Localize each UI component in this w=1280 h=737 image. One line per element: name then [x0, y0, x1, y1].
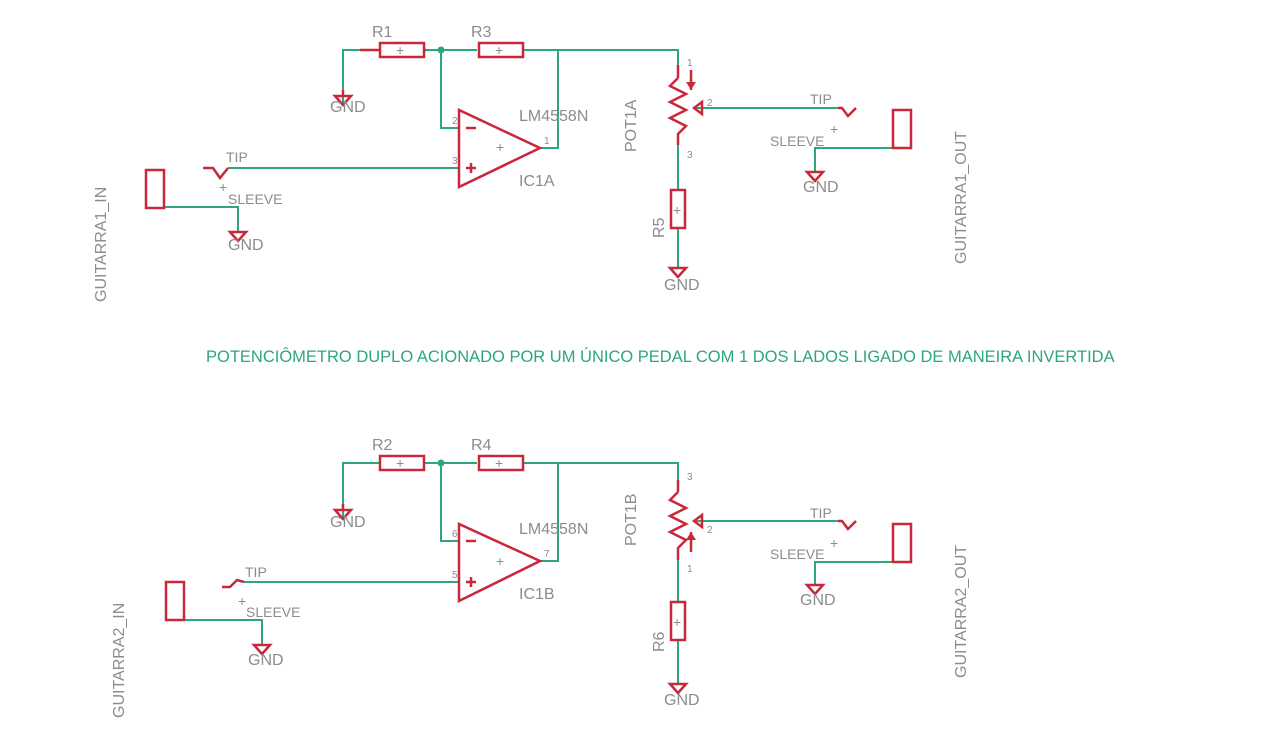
- svg-text:+: +: [830, 535, 838, 551]
- wire-output-feedback: [540, 463, 559, 562]
- svg-text:SLEEVE: SLEEVE: [770, 133, 824, 149]
- ground-symbol: GND: [664, 682, 700, 709]
- ground-symbol: GND: [803, 170, 839, 196]
- wire-in-sleeve: [164, 206, 239, 232]
- svg-text:+: +: [219, 179, 227, 195]
- channel-1: + R1 + R3 GND + 2 3 1 LM4558N IC1A: [93, 24, 970, 302]
- svg-text:1: 1: [687, 58, 693, 69]
- jack-guitarra1-out: TIP SLEEVE + GUITARRA1_OUT: [770, 91, 970, 264]
- svg-text:+: +: [673, 614, 681, 630]
- svg-text:GND: GND: [800, 592, 836, 609]
- ground-symbol: GND: [330, 504, 366, 531]
- resistor-r1: + R1: [360, 24, 426, 59]
- svg-text:GND: GND: [664, 277, 700, 294]
- resistor-r5: + R5: [651, 188, 687, 238]
- label-pot1a: POT1A: [623, 99, 640, 152]
- svg-text:TIP: TIP: [245, 564, 267, 580]
- label-r4: R4: [471, 437, 492, 454]
- svg-text:SLEEVE: SLEEVE: [228, 191, 282, 207]
- svg-text:+: +: [238, 593, 246, 609]
- label-guitarra1-out: GUITARRA1_OUT: [953, 131, 970, 264]
- svg-text:2: 2: [707, 98, 713, 109]
- svg-text:+: +: [495, 42, 503, 58]
- ground-symbol: GND: [248, 643, 284, 669]
- svg-text:GND: GND: [228, 237, 264, 254]
- opamp-ic1b: + 6 5 7 LM4558N IC1B: [452, 521, 588, 604]
- svg-text:GND: GND: [248, 652, 284, 669]
- svg-text:GND: GND: [330, 514, 366, 531]
- potentiometer-pot1a: 1 2 3 POT1A: [623, 58, 713, 161]
- svg-text:1: 1: [544, 136, 550, 147]
- svg-text:5: 5: [452, 570, 458, 581]
- label-r5: R5: [651, 217, 668, 238]
- svg-text:SLEEVE: SLEEVE: [770, 546, 824, 562]
- svg-text:3: 3: [687, 150, 693, 161]
- label-r1: R1: [372, 24, 393, 41]
- svg-text:+: +: [673, 202, 681, 218]
- ground-symbol: GND: [800, 583, 836, 609]
- jack-guitarra2-in: TIP SLEEVE + GUITARRA2_IN: [111, 564, 300, 718]
- svg-text:6: 6: [452, 529, 458, 540]
- resistor-r6: + R6: [651, 600, 687, 652]
- resistor-r2: + R2: [372, 437, 426, 472]
- svg-text:3: 3: [452, 156, 458, 167]
- wire-feedback-minus: [440, 50, 459, 129]
- wire-out-sleeve: [814, 561, 893, 585]
- wire-gnd-r2: [342, 462, 379, 520]
- label-r2: R2: [372, 437, 393, 454]
- jack-guitarra2-out: TIP SLEEVE + GUITARRA2_OUT: [770, 505, 970, 678]
- wire-out-sleeve: [814, 147, 893, 172]
- jack-guitarra1-in: TIP SLEEVE + GUITARRA1_IN: [93, 149, 282, 302]
- svg-text:+: +: [830, 121, 838, 137]
- svg-text:+: +: [495, 455, 503, 471]
- svg-text:GND: GND: [803, 179, 839, 196]
- ground-symbol: GND: [664, 266, 700, 294]
- label-r6: R6: [651, 631, 668, 652]
- ground-symbol: GND: [330, 90, 366, 116]
- potentiometer-pot1b: 3 2 1 POT1B: [623, 472, 713, 575]
- label-guitarra1-in: GUITARRA1_IN: [93, 187, 110, 302]
- label-ic1b: IC1B: [519, 586, 555, 603]
- svg-text:+: +: [496, 139, 504, 155]
- wire-output-feedback: [540, 50, 559, 149]
- svg-text:SLEEVE: SLEEVE: [246, 604, 300, 620]
- schematic-note: POTENCIÔMETRO DUPLO ACIONADO POR UM ÚNIC…: [206, 347, 1115, 366]
- svg-text:TIP: TIP: [810, 505, 832, 521]
- wire-in-sleeve: [184, 619, 263, 645]
- opamp-ic1a: + 2 3 1 LM4558N IC1A: [452, 108, 588, 190]
- svg-text:1: 1: [687, 564, 693, 575]
- label-opamp-value: LM4558N: [519, 108, 588, 125]
- label-opamp-value: LM4558N: [519, 521, 588, 538]
- junction-dot: [437, 459, 445, 467]
- label-guitarra2-out: GUITARRA2_OUT: [953, 545, 970, 678]
- wire-r4-pot: [524, 462, 679, 480]
- svg-text:GND: GND: [664, 692, 700, 709]
- svg-text:+: +: [396, 455, 404, 471]
- resistor-r4: + R4: [471, 437, 525, 472]
- svg-text:+: +: [496, 553, 504, 569]
- label-pot1b: POT1B: [623, 494, 640, 546]
- wire-r3-pot: [524, 49, 679, 65]
- channel-2: + R2 + R4 GND + 6 5 7 LM4558N IC1B: [111, 437, 970, 718]
- wire-feedback-minus: [440, 463, 459, 542]
- svg-text:+: +: [396, 42, 404, 58]
- label-guitarra2-in: GUITARRA2_IN: [111, 603, 128, 718]
- resistor-r3: + R3: [471, 24, 525, 59]
- svg-text:TIP: TIP: [226, 149, 248, 165]
- svg-text:2: 2: [452, 116, 458, 127]
- ground-symbol: GND: [227, 230, 264, 254]
- svg-text:GND: GND: [330, 99, 366, 116]
- label-ic1a: IC1A: [519, 173, 555, 190]
- label-r3: R3: [471, 24, 492, 41]
- svg-text:TIP: TIP: [810, 91, 832, 107]
- svg-text:2: 2: [707, 525, 713, 536]
- svg-text:3: 3: [687, 472, 693, 483]
- junction-dot: [437, 46, 445, 54]
- svg-text:7: 7: [544, 549, 550, 560]
